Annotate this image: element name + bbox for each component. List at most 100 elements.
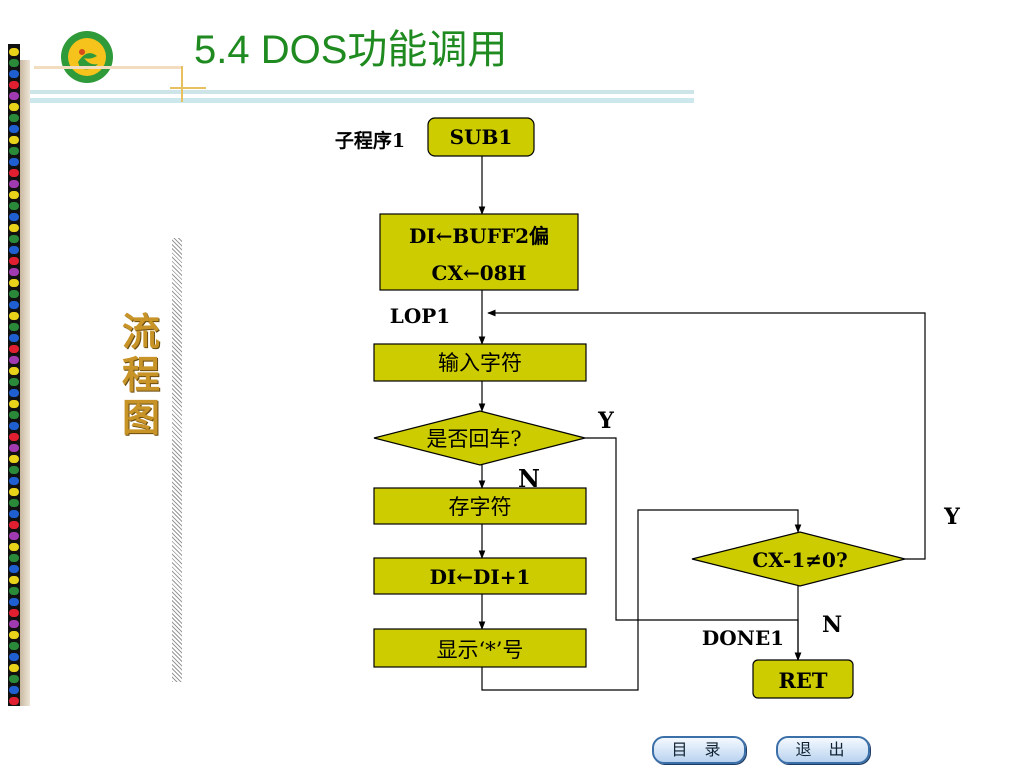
bead (9, 576, 19, 584)
bead (9, 532, 19, 540)
bead (9, 312, 19, 320)
node-cx-check (691, 531, 906, 587)
bead (9, 466, 19, 474)
node-end-label: RET (778, 668, 827, 693)
bead (9, 422, 19, 430)
bead (9, 598, 19, 606)
node-inc-label: DI←DI+1 (430, 565, 531, 589)
done-label: DONE1 (702, 626, 784, 650)
bead (9, 521, 19, 529)
title-cross-vertical (181, 66, 183, 102)
bead (9, 169, 19, 177)
node-inc (373, 557, 587, 595)
bead (9, 499, 19, 507)
bead (9, 114, 19, 122)
bead (9, 455, 19, 463)
title-rule-short (34, 66, 182, 69)
bead (9, 81, 19, 89)
bead (9, 642, 19, 650)
bead (9, 202, 19, 210)
subroutine-label: 子程序1 (335, 129, 405, 152)
cx-no-label: N (822, 612, 842, 638)
bead (9, 477, 19, 485)
bead (9, 290, 19, 298)
bead (9, 103, 19, 111)
bead (9, 246, 19, 254)
bead (9, 653, 19, 661)
edge-show-cx (481, 509, 802, 691)
side-label-char: 图 (121, 395, 160, 440)
enter-yes-label: Y (597, 408, 614, 434)
side-label-char: 程 (121, 352, 160, 397)
cx-yes-label: Y (943, 504, 960, 530)
bead (9, 213, 19, 221)
bead (9, 136, 19, 144)
bead (9, 268, 19, 276)
node-input (373, 343, 587, 382)
node-store (373, 487, 587, 525)
bead (9, 70, 19, 78)
bead (9, 367, 19, 375)
bead (9, 565, 19, 573)
loop-label: LOP1 (390, 304, 450, 328)
toc-button[interactable]: 目 录 (652, 736, 746, 764)
bead (9, 543, 19, 551)
node-init (379, 213, 579, 291)
bead (9, 158, 19, 166)
bead (9, 345, 19, 353)
bead (9, 411, 19, 419)
node-end (752, 659, 854, 699)
bead (9, 235, 19, 243)
bead (9, 301, 19, 309)
bead (9, 675, 19, 683)
title-cross-horizontal (170, 87, 206, 89)
bead (9, 620, 19, 628)
bead (9, 224, 19, 232)
bead (9, 191, 19, 199)
exit-button[interactable]: 退 出 (776, 736, 870, 764)
bead (9, 587, 19, 595)
side-label: 流 程 图 (116, 310, 166, 439)
node-start-label: SUB1 (450, 125, 513, 149)
bead (9, 389, 19, 397)
bead (9, 510, 19, 518)
bead (9, 433, 19, 441)
node-store-label: 存字符 (449, 495, 512, 519)
bead (9, 444, 19, 452)
bead (9, 257, 19, 265)
node-enter-check (373, 410, 586, 466)
edge-cx-yes-loop (487, 309, 926, 560)
bead (9, 323, 19, 331)
bead (9, 48, 19, 56)
bead (9, 609, 19, 617)
bead (9, 334, 19, 342)
node-init-line1: DI←BUFF2偏 (409, 224, 549, 248)
node-input-label: 输入字符 (438, 351, 522, 375)
title-rule-bottom (30, 98, 694, 103)
bead (9, 686, 19, 694)
bead (9, 400, 19, 408)
strip-shadow (20, 60, 30, 706)
bead (9, 125, 19, 133)
bead (9, 664, 19, 672)
title-rule-top (30, 90, 694, 94)
bead (9, 631, 19, 639)
bead (9, 356, 19, 364)
node-cx-check-label: CX-1≠0? (752, 548, 847, 572)
node-init-line2: CX←08H (432, 261, 527, 285)
node-show (373, 628, 587, 668)
bead (9, 180, 19, 188)
bead (9, 488, 19, 496)
node-enter-check-label: 是否回车? (426, 427, 521, 451)
bead (9, 279, 19, 287)
node-start (427, 117, 535, 157)
bead (9, 92, 19, 100)
node-show-label: 显示‘*’号 (437, 638, 524, 662)
bead-strip (8, 44, 20, 706)
bead (9, 697, 19, 705)
page-title: 5.4 DOS功能调用 (194, 28, 508, 72)
bead (9, 554, 19, 562)
enter-no-label: N (518, 464, 540, 493)
bead (9, 59, 19, 67)
